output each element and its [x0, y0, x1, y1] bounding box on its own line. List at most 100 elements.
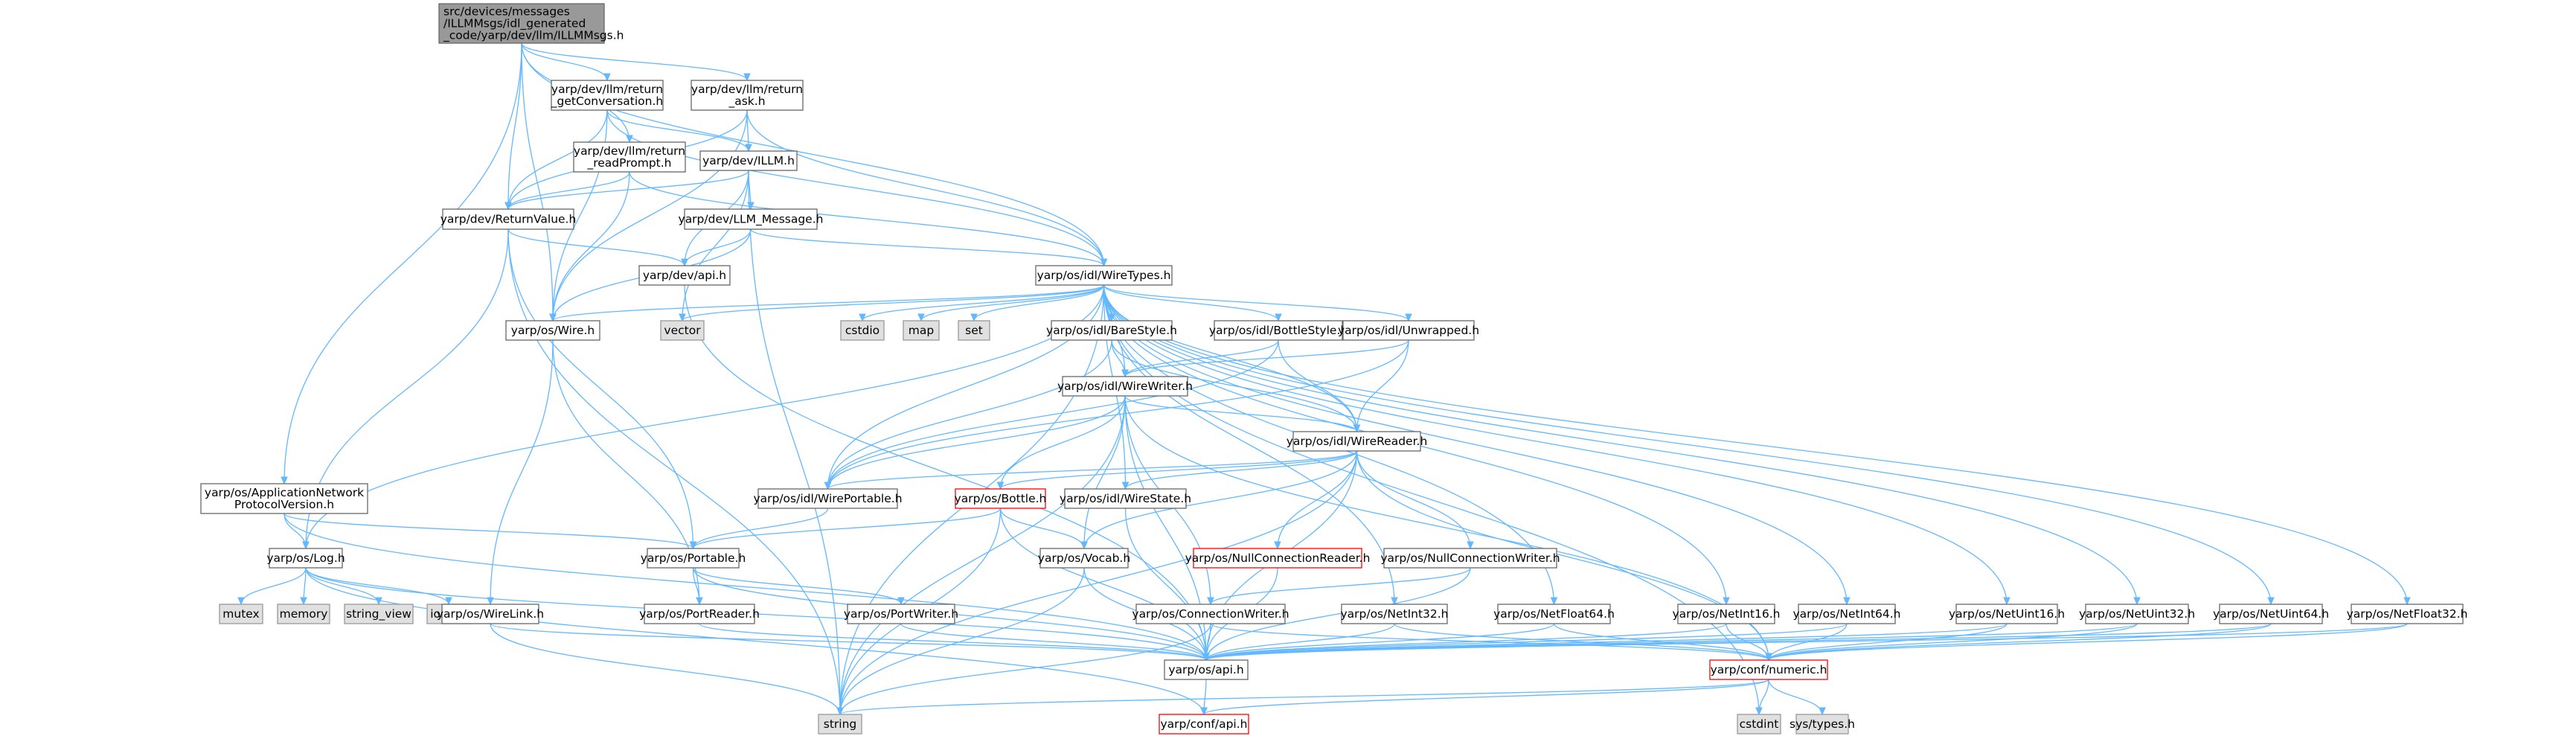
node-label: yarp/dev/llm/return: [551, 83, 663, 96]
node-box: [442, 208, 574, 230]
edge-conf-numeric-to-conf-api: [1204, 679, 1769, 714]
node-bare-style[interactable]: yarp/os/idl/BareStyle.h: [1046, 320, 1177, 341]
edge-bottle-to-os-api: [999, 508, 1207, 660]
node-portable[interactable]: yarp/os/Portable.h: [641, 548, 746, 569]
edge-bare-style-to-wire-portable: [828, 339, 1112, 489]
node-box: [551, 80, 664, 111]
node-box: [277, 604, 330, 624]
node-label: mutex: [222, 607, 259, 621]
edge-bare-style-to-wire-writer: [1111, 339, 1125, 377]
node-llm-message[interactable]: yarp/dev/LLM_Message.h: [679, 208, 824, 230]
node-label: yarp/os/idl/WireWriter.h: [1057, 380, 1193, 393]
node-get-conversation[interactable]: yarp/dev/llm/return_getConversation.h: [551, 80, 664, 111]
node-net-int16[interactable]: yarp/os/NetInt16.h: [1672, 604, 1781, 624]
node-net-float32[interactable]: yarp/os/NetFloat32.h: [2347, 604, 2468, 624]
node-label: yarp/dev/LLM_Message.h: [679, 213, 824, 227]
node-net-uint64[interactable]: yarp/os/NetUint64.h: [2213, 604, 2329, 624]
node-wire-types[interactable]: yarp/os/idl/WireTypes.h: [1035, 265, 1173, 286]
node-read-prompt[interactable]: yarp/dev/llm/return_readPrompt.h: [573, 141, 686, 173]
node-label: yarp/os/PortWriter.h: [844, 607, 958, 621]
node-sys-types[interactable]: sys/types.h: [1790, 714, 1855, 735]
edge-portable-to-port-reader: [692, 567, 700, 604]
node-conn-writer[interactable]: yarp/os/ConnectionWriter.h: [1132, 604, 1289, 624]
node-box: [1051, 320, 1173, 341]
node-ask[interactable]: yarp/dev/llm/return_ask.h: [691, 80, 804, 111]
edge-wire-to-wire-link: [490, 339, 554, 604]
node-bottle[interactable]: yarp/os/Bottle.h: [955, 488, 1047, 509]
node-null-conn-reader[interactable]: yarp/os/NullConnectionReader.h: [1185, 548, 1371, 569]
node-box: [1039, 548, 1129, 569]
node-label: yarp/os/NullConnectionReader.h: [1185, 551, 1371, 565]
node-port-writer[interactable]: yarp/os/PortWriter.h: [844, 604, 958, 624]
node-string[interactable]: string: [818, 714, 862, 735]
edge-app-net-ver-to-os-api: [283, 513, 1206, 660]
node-conf-numeric[interactable]: yarp/conf/numeric.h: [1709, 659, 1828, 680]
node-bottle-style[interactable]: yarp/os/idl/BottleStyle.h: [1209, 320, 1348, 341]
node-label: /ILLMMsgs/idl_generated: [443, 17, 586, 31]
node-net-int32[interactable]: yarp/os/NetInt32.h: [1340, 604, 1449, 624]
node-wire-writer[interactable]: yarp/os/idl/WireWriter.h: [1057, 376, 1193, 397]
node-box: [638, 265, 731, 286]
node-box: [958, 320, 990, 341]
node-conf-api[interactable]: yarp/conf/api.h: [1159, 714, 1249, 735]
node-label: yarp/os/Portable.h: [641, 551, 746, 565]
node-cstdint[interactable]: cstdint: [1737, 714, 1781, 735]
node-vocab[interactable]: yarp/os/Vocab.h: [1038, 548, 1130, 569]
node-label: yarp/os/idl/WireReader.h: [1287, 435, 1428, 448]
node-label: yarp/os/PortReader.h: [639, 607, 760, 621]
edge-log-to-os-api: [305, 567, 1206, 660]
edge-root-to-app-net-ver: [284, 42, 522, 484]
node-wire-reader[interactable]: yarp/os/idl/WireReader.h: [1287, 431, 1428, 452]
edge-conf-numeric-to-string: [840, 679, 1769, 714]
node-net-float64[interactable]: yarp/os/NetFloat64.h: [1493, 604, 1615, 624]
edge-wire-types-to-cstdint: [1103, 284, 1760, 714]
edge-log-to-memory: [304, 567, 306, 604]
node-null-conn-writer[interactable]: yarp/os/NullConnectionWriter.h: [1380, 548, 1560, 569]
node-unwrapped[interactable]: yarp/os/idl/Unwrapped.h: [1338, 320, 1479, 341]
node--i-l-l-m[interactable]: yarp/dev/ILLM.h: [699, 150, 798, 171]
edge-log-to-mutex: [241, 567, 307, 604]
edge-bottle-style-to-wire-reader: [1278, 339, 1357, 432]
edge-log-to-conf-api: [305, 567, 1204, 714]
edge-bottle-style-to-wire-portable: [828, 339, 1279, 489]
node-box: [200, 483, 368, 514]
node-box: [269, 548, 343, 569]
edge-get-conversation-to--i-l-l-m: [606, 109, 749, 151]
node-os-api[interactable]: yarp/os/api.h: [1164, 659, 1249, 680]
node-wire-state[interactable]: yarp/os/idl/WireState.h: [1060, 488, 1191, 509]
node-mutex[interactable]: mutex: [219, 604, 263, 624]
node-net-uint16[interactable]: yarp/os/NetUint16.h: [1949, 604, 2065, 624]
node-root[interactable]: src/devices/messages/ILLMMsgs/idl_genera…: [438, 3, 624, 44]
node-label: cstdio: [845, 324, 880, 337]
node-set[interactable]: set: [958, 320, 990, 341]
node-wire-link[interactable]: yarp/os/WireLink.h: [437, 604, 544, 624]
node-cstdio[interactable]: cstdio: [840, 320, 885, 341]
node-wire-portable[interactable]: yarp/os/idl/WirePortable.h: [753, 488, 903, 509]
edge--i-l-l-m-to-return-value: [508, 170, 749, 209]
node-return-value[interactable]: yarp/dev/ReturnValue.h: [440, 208, 577, 230]
node-box: [1677, 604, 1775, 624]
edge-ask-to-wire-types: [746, 109, 1104, 266]
node-net-int64[interactable]: yarp/os/NetInt64.h: [1792, 604, 1901, 624]
node-log[interactable]: yarp/os/Log.h: [266, 548, 345, 569]
node-memory[interactable]: memory: [277, 604, 330, 624]
node-map[interactable]: map: [903, 320, 940, 341]
edge-net-uint32-to-os-api: [1206, 623, 2138, 660]
node-wire[interactable]: yarp/os/Wire.h: [505, 320, 600, 341]
node-net-uint32[interactable]: yarp/os/NetUint32.h: [2079, 604, 2195, 624]
node-dev-api[interactable]: yarp/dev/api.h: [638, 265, 731, 286]
edge-wire-types-to-vector: [682, 284, 1105, 321]
node-app-net-ver[interactable]: yarp/os/ApplicationNetworkProtocolVersio…: [200, 483, 368, 514]
node-string-view[interactable]: string_view: [344, 604, 414, 624]
edge-net-uint64-to-os-api: [1206, 623, 2272, 660]
node-box: [1035, 265, 1173, 286]
node-label: yarp/os/NetInt32.h: [1340, 607, 1448, 621]
edge-bare-style-to-wire-reader: [1111, 339, 1357, 432]
edge-app-net-ver-to-log: [283, 513, 306, 548]
edge-ask-to-wire: [553, 109, 748, 321]
node-vector[interactable]: vector: [660, 320, 705, 341]
node-box: [1135, 604, 1286, 624]
node-port-reader[interactable]: yarp/os/PortReader.h: [639, 604, 760, 624]
edge-net-uint16-to-conf-numeric: [1769, 623, 2008, 660]
edge-port-reader-to-os-api: [699, 623, 1206, 660]
